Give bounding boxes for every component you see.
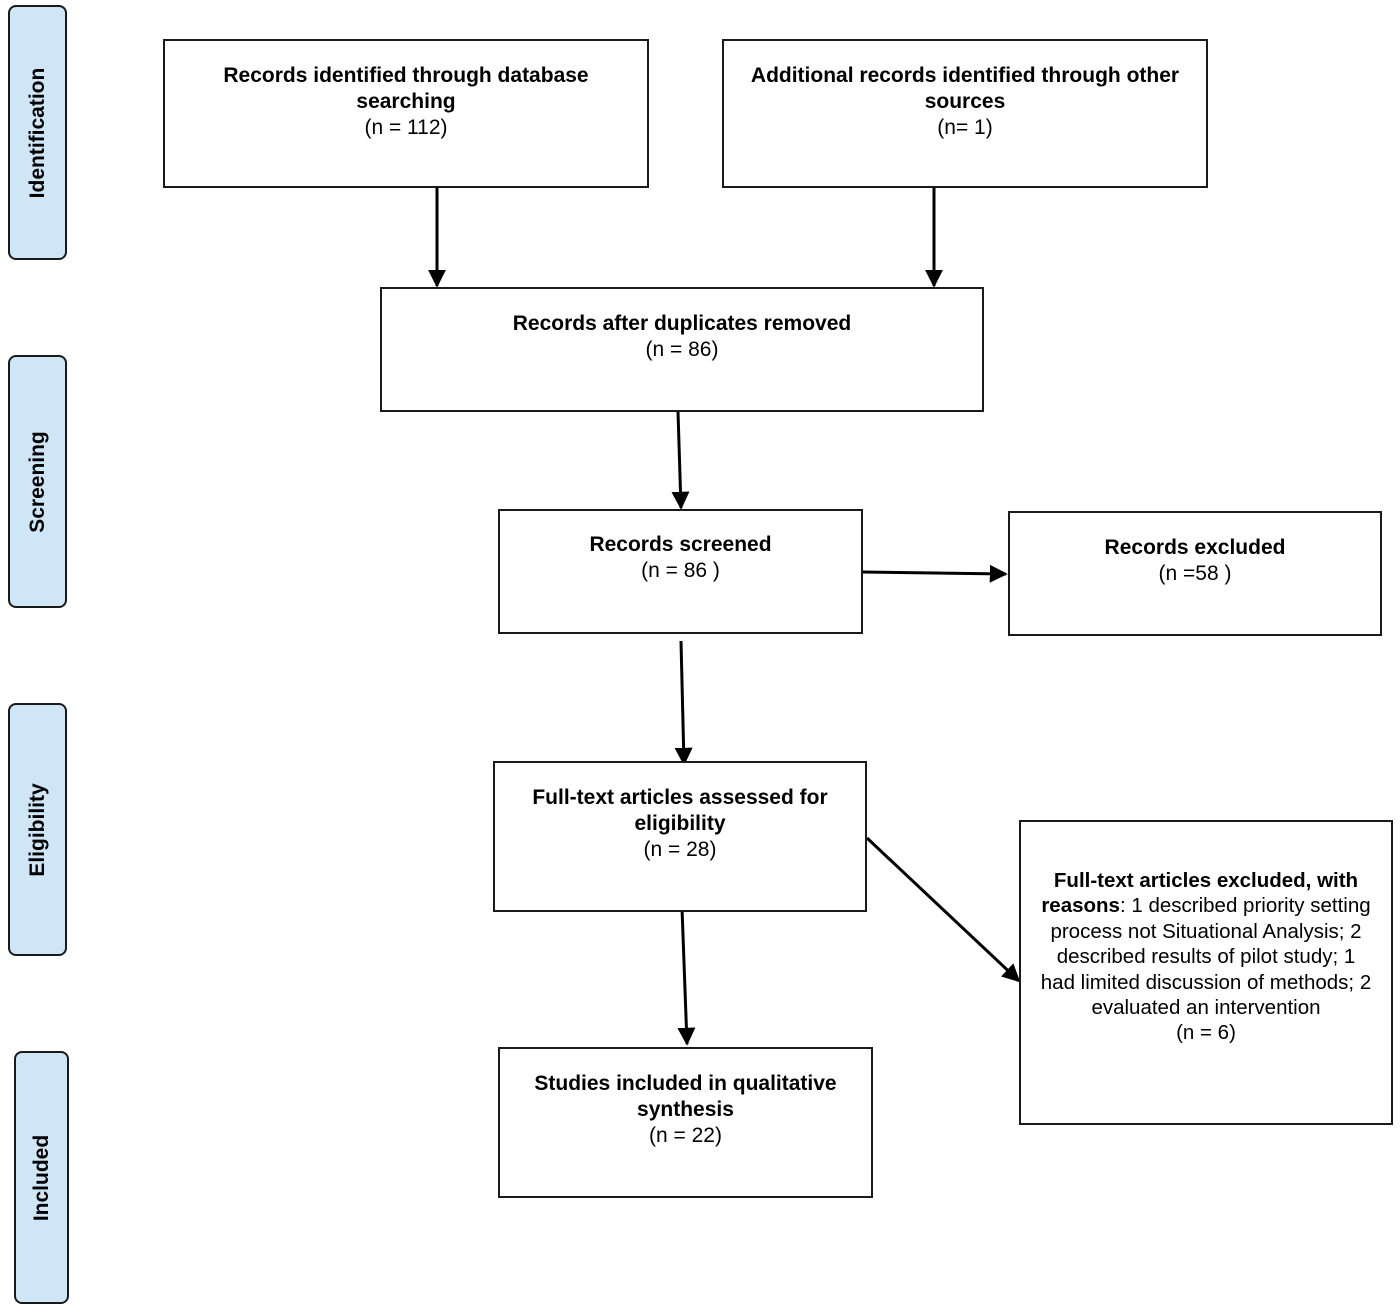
- box-screened-count: (n = 86 ): [641, 559, 720, 582]
- box-other-sources: Additional records identified through ot…: [722, 39, 1208, 188]
- box-screened-title: Records screened: [589, 533, 772, 556]
- arrow-screened-to-excluded: [861, 564, 1008, 583]
- box-duplicates-removed: Records after duplicates removed (n = 86…: [380, 287, 984, 412]
- box-included-studies: Studies included in qualitative synthesi…: [498, 1047, 873, 1198]
- stage-identification: Identification: [8, 5, 67, 260]
- box-fulltext-excluded-count: (n = 6): [1176, 1021, 1236, 1045]
- stage-eligibility: Eligibility: [8, 703, 67, 956]
- arrow-fulltext-to-excluded: [865, 836, 1021, 983]
- box-included-title: Studies included in qualitative synthesi…: [534, 1072, 837, 1121]
- box-duplicates-count: (n = 86): [645, 338, 719, 361]
- box-included-count: (n = 22): [649, 1124, 722, 1147]
- box-database-count: (n = 112): [364, 116, 448, 139]
- arrow-duplicates-to-screened: [671, 411, 690, 510]
- box-fulltext-assessed-count: (n = 28): [643, 838, 717, 861]
- box-excluded-title: Records excluded: [1104, 536, 1286, 559]
- stage-screening: Screening: [8, 355, 67, 608]
- box-fulltext-excluded-reasons: : 1 described priority setting process n…: [1040, 894, 1372, 1020]
- box-excluded-count: (n =58 ): [1158, 562, 1232, 585]
- box-fulltext-excluded-text: Full-text articles excluded, with reason…: [1039, 868, 1373, 1020]
- box-fulltext-assessed: Full-text articles assessed for eligibil…: [493, 761, 867, 912]
- box-other-sources-title: Additional records identified through ot…: [750, 64, 1180, 113]
- box-database-records: Records identified through database sear…: [163, 39, 649, 188]
- box-duplicates-title: Records after duplicates removed: [512, 312, 852, 335]
- box-records-excluded: Records excluded (n =58 ): [1008, 511, 1382, 636]
- stage-included: Included: [14, 1051, 69, 1304]
- box-fulltext-assessed-title: Full-text articles assessed for eligibil…: [532, 786, 828, 835]
- box-fulltext-excluded-title: Full-text articles excluded, with reason…: [1041, 869, 1359, 918]
- box-records-screened: Records screened (n = 86 ): [498, 509, 863, 634]
- arrow-fulltext-to-included: [677, 907, 696, 1046]
- box-other-sources-count: (n= 1): [937, 116, 993, 139]
- box-fulltext-excluded: Full-text articles excluded, with reason…: [1019, 820, 1393, 1125]
- arrow-screened-to-fulltext: [674, 640, 693, 766]
- box-database-title: Records identified through database sear…: [223, 64, 589, 113]
